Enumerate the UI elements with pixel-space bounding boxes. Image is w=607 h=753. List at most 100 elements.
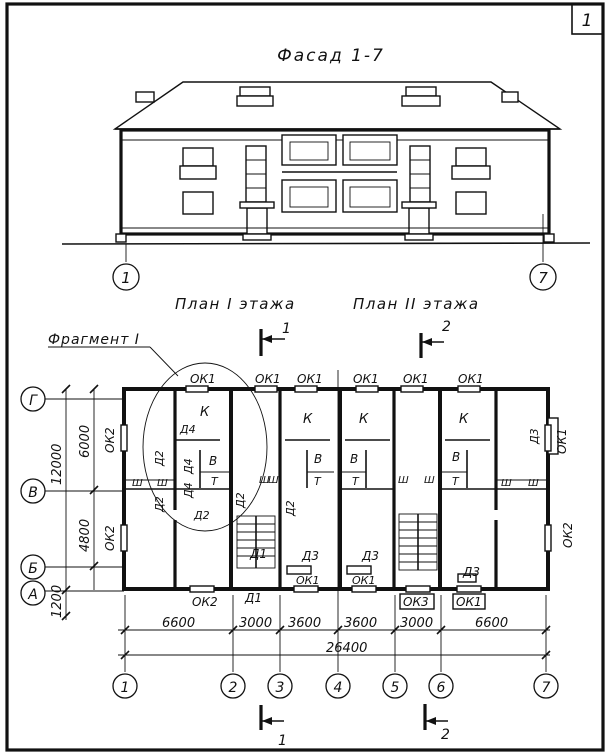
axis-label: 6 [437,680,446,696]
dim-label: 3000 [239,616,272,631]
door-label: Д1 [249,547,267,561]
room-label: К [200,405,210,420]
room-label: К [303,412,313,427]
svg-text:2: 2 [441,727,450,743]
facade-elevation: Фасад 1-7 [61,46,591,291]
floor1-label: План I этажа [175,295,296,313]
room-label: Ш [528,478,539,489]
door-label: Д3 [301,549,319,563]
dim-label: 6600 [475,616,508,631]
room-label: К [459,412,469,427]
room-label: В [314,452,322,466]
dormer-right [401,95,441,107]
room-label: Ш [157,478,168,489]
dim-label: 3600 [344,616,377,631]
window-label: ОК1 [456,595,482,609]
room-label: Ш [132,478,143,489]
room-label: В [209,454,217,468]
dim-label: 3000 [400,616,433,631]
door-label: Д2 [153,496,166,513]
window-label: ОК1 [352,574,375,587]
door-label: Д2 [153,450,166,467]
floor-plan [120,385,559,593]
door-label: Д3 [528,428,541,445]
sheet-number: 1 [582,11,593,31]
door-label: Д2 [234,492,247,509]
axis-label: 4 [334,680,343,696]
facade-entrance-left [246,207,268,235]
room-label: Ш [259,475,270,486]
dim-total: 26400 [326,641,367,656]
facade-wall [119,128,551,236]
room-label: Т [314,475,322,488]
room-label: Ш [398,475,409,486]
window-label: ОК1 [403,372,429,386]
dim-label: 6000 [78,425,93,458]
door-label: Д4 [179,423,196,436]
room-label: Т [452,475,460,488]
window-label: ОК1 [296,574,319,587]
section-mark-top-1: 1 [259,321,291,356]
dim-label: 12000 [50,444,65,485]
door-label: Д1 [244,591,262,605]
axis-label: 7 [542,680,551,696]
window-labels-bottom: ОК2 ОК1 ОК1 ОК3 ОК1 [192,574,486,610]
window-label: ОК1 [555,428,569,454]
facade-axis-bubble-right [529,263,557,291]
dimension-lines [45,370,551,672]
window-label: ОК1 [190,372,216,386]
room-label: К [359,412,369,427]
window-label: ОК2 [103,427,117,453]
window-label: ОК1 [458,372,484,386]
svg-text:1: 1 [282,321,291,337]
section-mark-top-2: 2 [419,319,451,358]
facade-balcony-right [451,165,491,180]
door-label: Д2 [193,509,210,522]
door-label: Д2 [284,500,297,517]
axis-label: 2 [229,680,238,696]
axis-label: 3 [276,680,285,696]
axis-label: В [28,485,38,501]
fragment-circle [142,362,268,532]
axis-label: 5 [391,680,400,696]
axis-label: А [27,587,38,603]
fragment-label: Фрагмент I [48,332,140,348]
roof [112,81,563,130]
door-label: Д4 [182,458,195,475]
dormer-left-top [239,86,271,97]
facade-window-c2-upper [342,134,398,166]
dimension-texts: 6600 3000 3600 3600 3000 6600 26400 1200… [50,425,508,656]
svg-text:2: 2 [442,319,451,335]
facade-axis-bubble-left [112,263,140,291]
window-labels-side: ОК2 ОК2 ОК1 ОК2 [103,427,575,551]
room-label: Ш [268,475,279,486]
sheet-frame [5,2,605,752]
ground-line [61,242,591,245]
room-labels: К К К К В В В В Т Т Т Т Ш Ш Ш Ш Ш Ш Ш Ш [132,405,539,489]
door-labels: Д4 Д4 Д4 Д2 Д2 Д2 Д2 Д1 Д1 Д2 Д3 Д3 Д3 Д… [153,423,541,605]
dormer-right-top [405,86,437,97]
facade-balcony-left [179,165,217,180]
room-label: Ш [424,475,435,486]
window-label: ОК2 [561,522,575,548]
axis-label: 1 [121,680,130,696]
room-label: Т [352,475,360,488]
dim-label: 4800 [78,519,93,552]
room-label: В [350,452,358,466]
window-label: ОК2 [192,595,218,609]
window-label: ОК2 [103,525,117,551]
svg-text:1: 1 [278,733,287,749]
dim-label: 3600 [288,616,321,631]
room-label: Т [211,475,219,488]
axis-label: Б [28,561,38,577]
section-mark-bottom-2: 2 [423,704,450,743]
axis-bubbles-vertical: Г В Б А [20,386,46,606]
door-label: Д3 [462,565,480,579]
sheet-number-box [571,3,604,35]
section-mark-bottom-1: 1 [259,705,287,749]
window-label: ОК1 [255,372,281,386]
facade-axis-right: 7 [538,269,548,287]
door-label: Д4 [182,482,195,499]
room-label: В [452,450,460,464]
